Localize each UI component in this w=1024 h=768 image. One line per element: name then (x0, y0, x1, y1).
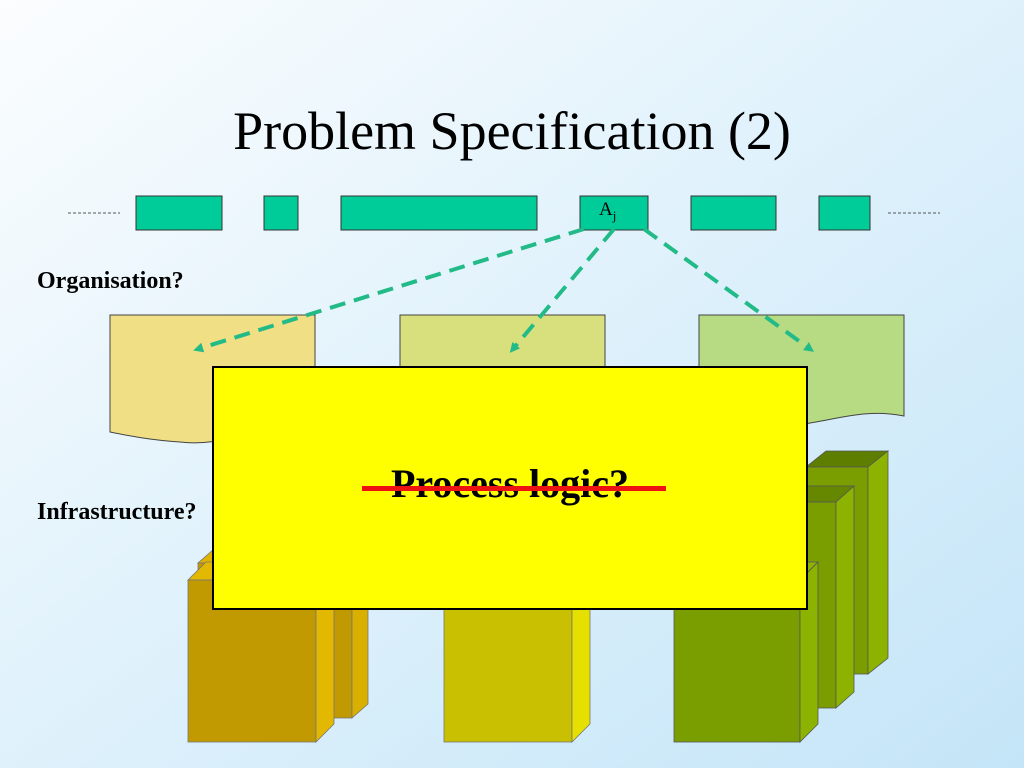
activity-box-5 (690, 195, 777, 231)
activity-aj-label: Aj (599, 199, 616, 224)
arrow-to-document-2 (509, 227, 616, 353)
process-logic-text: Process logic? (390, 461, 630, 506)
activity-letter: A (599, 199, 613, 220)
slide-title: Problem Specification (2) (233, 101, 791, 161)
activity-box-1 (135, 195, 223, 231)
arrow-to-document-3 (642, 227, 815, 352)
organisation-label: Organisation? (37, 268, 184, 294)
activity-box-6 (818, 195, 871, 231)
process-logic-box: Process logic? (212, 366, 808, 610)
arrow-to-document-1 (193, 227, 585, 353)
activity-box-3 (340, 195, 538, 231)
activity-subscript: j (612, 207, 617, 223)
infrastructure-label: Infrastructure? (37, 499, 197, 525)
activity-box-aj (579, 195, 649, 231)
activity-box-2 (263, 195, 299, 231)
strikethrough-line (362, 486, 666, 491)
